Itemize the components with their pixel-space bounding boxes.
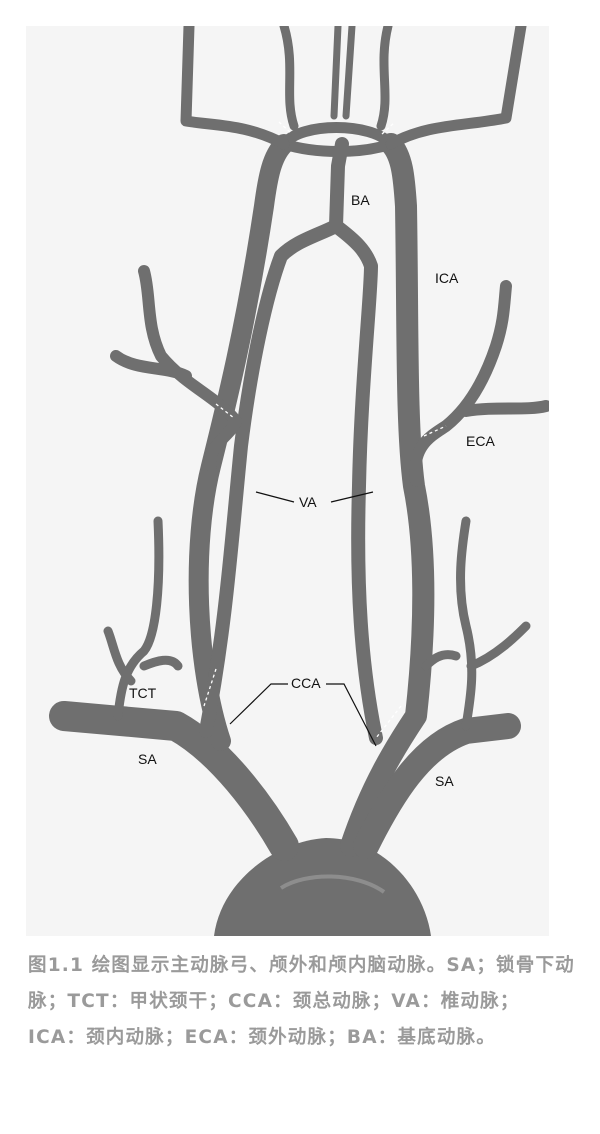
cca-leader [229, 683, 377, 747]
left-eca [110, 265, 242, 472]
dash-right-cross [375, 705, 402, 739]
left-va [199, 219, 343, 738]
left-brachiocephalic [49, 701, 299, 861]
label-sa-left: SA [138, 751, 157, 767]
right-va [329, 219, 383, 745]
label-cca: CCA [291, 675, 321, 691]
dash-left-va-cross [203, 668, 217, 707]
artery-diagram-svg: BA ICA ECA VA TCT CCA SA SA [49, 26, 549, 936]
right-anterior-branch [376, 26, 393, 131]
label-ica: ICA [435, 270, 459, 286]
left-cerebral-branch [180, 26, 290, 150]
right-cerebral-branch [385, 26, 527, 150]
label-sa-right: SA [435, 773, 454, 789]
label-ba: BA [351, 192, 370, 208]
va-leader [255, 491, 374, 503]
aortic-arch-highlight [279, 874, 386, 894]
left-tct [103, 516, 183, 721]
label-va: VA [299, 494, 317, 510]
dash-right-eca-cross [423, 425, 447, 437]
dash-left-eca-cross [215, 403, 235, 419]
midline-branches [330, 26, 356, 120]
right-cca [340, 133, 435, 857]
circle-of-willis [278, 122, 397, 157]
right-tct [421, 516, 531, 731]
left-anterior-branch [279, 26, 299, 131]
artery-illustration: BA ICA ECA VA TCT CCA SA SA [26, 26, 549, 936]
right-eca [409, 280, 549, 487]
label-eca: ECA [466, 433, 495, 449]
dash-upper-left [278, 121, 293, 135]
label-tct: TCT [129, 685, 157, 701]
right-subclavian [353, 713, 521, 859]
dash-upper-right [381, 121, 396, 135]
figure-caption: 图1.1 绘图显示主动脉弓、颅外和颅内脑动脉。SA；锁骨下动脉；TCT：甲状颈干… [28, 955, 575, 1048]
aortic-arch [214, 838, 431, 936]
